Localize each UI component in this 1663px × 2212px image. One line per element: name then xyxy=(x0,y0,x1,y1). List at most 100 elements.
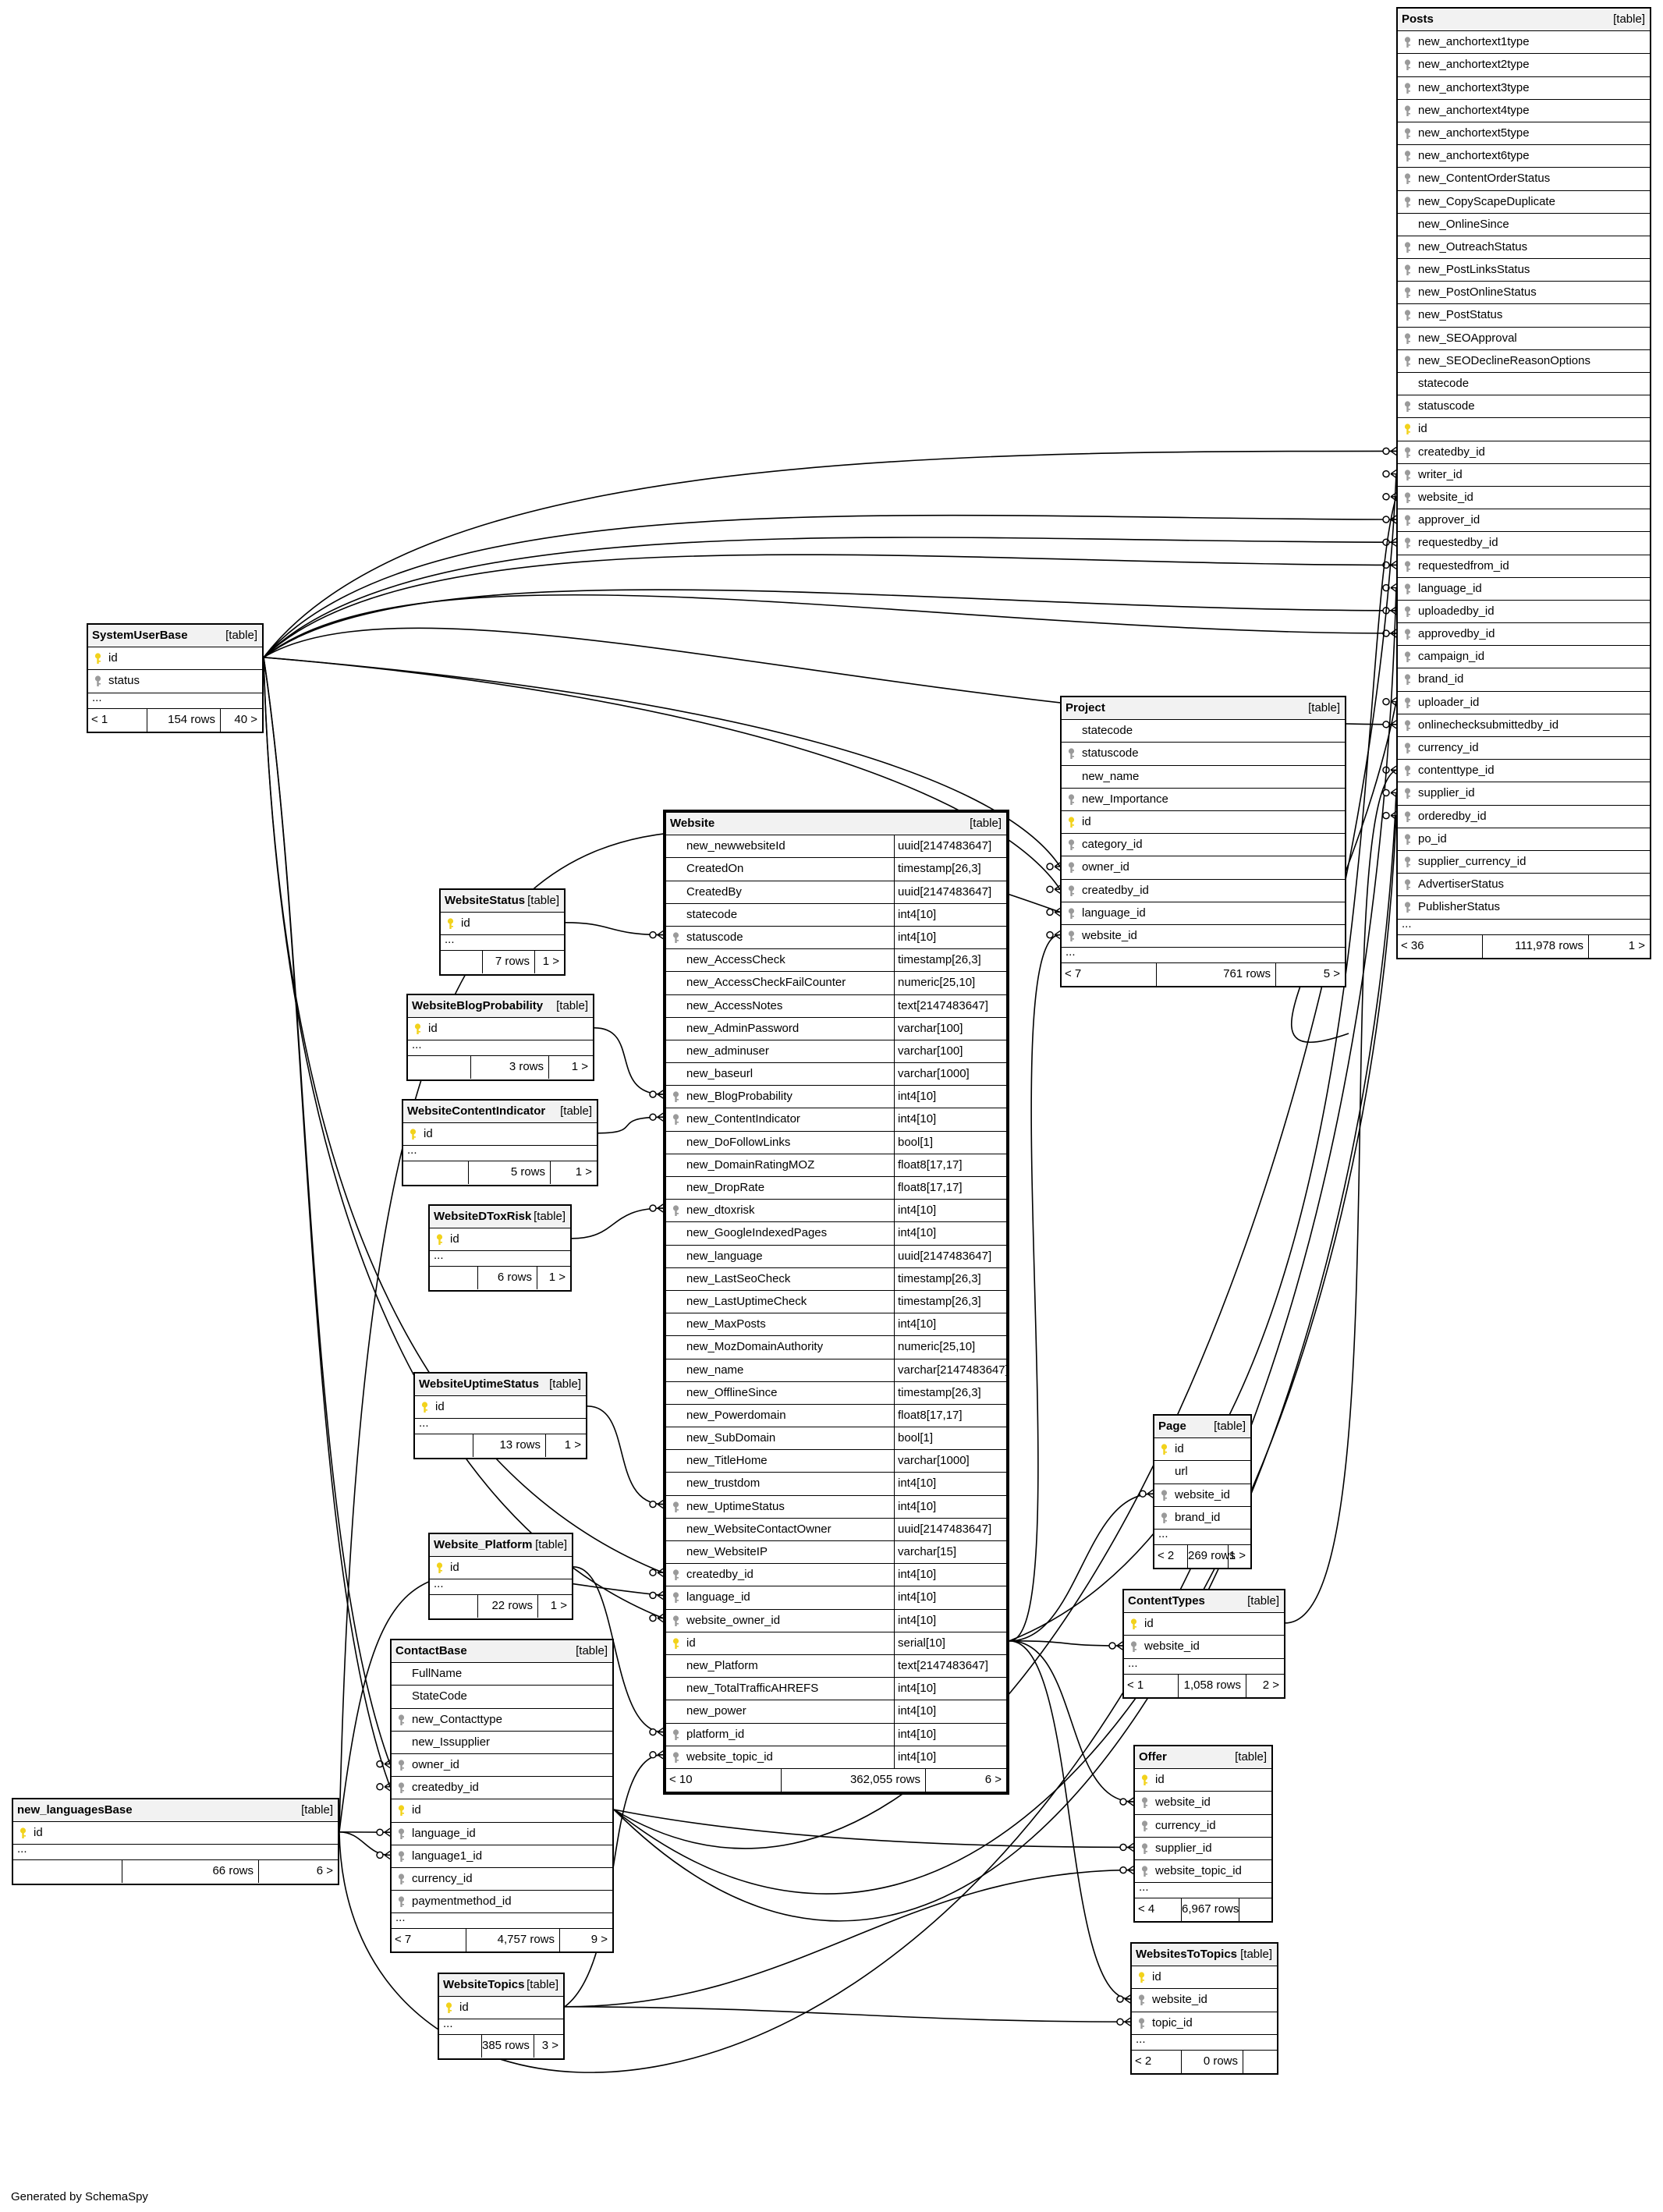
column-language1-id[interactable]: language1_id xyxy=(392,1845,612,1868)
row-count[interactable]: 7 rows xyxy=(482,951,535,974)
column-language-id[interactable]: language_id xyxy=(1062,902,1345,925)
column-website-id[interactable]: website_id xyxy=(1062,925,1345,948)
column-new-name[interactable]: new_name xyxy=(1062,766,1345,789)
column-new-issupplier[interactable]: new_Issupplier xyxy=(392,1732,612,1754)
column-currency-id[interactable]: currency_id xyxy=(1398,737,1650,760)
column-uploader-id[interactable]: uploader_id xyxy=(1398,692,1650,714)
column-new-anchortext1type[interactable]: new_anchortext1type xyxy=(1398,31,1650,55)
column-new-copy-scape-duplicate[interactable]: new_CopyScapeDuplicate xyxy=(1398,191,1650,214)
column-new-outreach-status[interactable]: new_OutreachStatus xyxy=(1398,236,1650,260)
column-requestedby-id[interactable]: requestedby_id xyxy=(1398,532,1650,555)
row-count[interactable]: 6,967 rows xyxy=(1181,1898,1239,1922)
column-currency-id[interactable]: currency_id xyxy=(392,1868,612,1891)
row-count[interactable]: 66 rows xyxy=(122,1860,259,1884)
column-topic-id[interactable]: topic_id xyxy=(1132,2012,1277,2035)
column-statecode[interactable]: statecode xyxy=(1062,720,1345,743)
column-website-id[interactable]: website_id xyxy=(1135,1792,1271,1815)
children-count[interactable]: 6 > xyxy=(984,1772,1002,1786)
children-count[interactable]: 9 > xyxy=(590,1933,608,1947)
column-language-id[interactable]: language_id xyxy=(1398,578,1650,601)
children-count[interactable]: 6 > xyxy=(316,1864,333,1878)
column-approvedby-id[interactable]: approvedby_id xyxy=(1398,623,1650,647)
column-full-name[interactable]: FullName xyxy=(392,1663,612,1686)
table-website-content-indicator[interactable]: WebsiteContentIndicator[table]id...5 row… xyxy=(402,1099,598,1186)
parents-count[interactable]: < 7 xyxy=(1065,967,1082,981)
column-id[interactable]: id xyxy=(415,1396,586,1420)
column-website-id[interactable]: website_id xyxy=(1154,1484,1250,1507)
column-paymentmethod-id[interactable]: paymentmethod_id xyxy=(392,1891,612,1914)
column-supplier-id[interactable]: supplier_id xyxy=(1135,1838,1271,1860)
column-orderedby-id[interactable]: orderedby_id xyxy=(1398,806,1650,828)
column-po-id[interactable]: po_id xyxy=(1398,828,1650,851)
column-id[interactable]: id xyxy=(1154,1438,1250,1462)
column-currency-id[interactable]: currency_id xyxy=(1135,1815,1271,1838)
column-uploadedby-id[interactable]: uploadedby_id xyxy=(1398,601,1650,624)
column-id[interactable]: id xyxy=(1124,1613,1284,1636)
column-contenttype-id[interactable]: contenttype_id xyxy=(1398,760,1650,783)
column-new-anchortext4type[interactable]: new_anchortext4type xyxy=(1398,100,1650,122)
column-owner-id[interactable]: owner_id xyxy=(1062,856,1345,880)
column-new-importance[interactable]: new_Importance xyxy=(1062,789,1345,811)
column-brand-id[interactable]: brand_id xyxy=(1154,1507,1250,1530)
column-category-id[interactable]: category_id xyxy=(1062,834,1345,857)
column-id[interactable]: id xyxy=(430,1557,572,1580)
row-count[interactable]: 385 rows xyxy=(481,2035,534,2058)
row-count[interactable]: 3 rows xyxy=(470,1056,549,1079)
column-id[interactable]: id xyxy=(13,1822,338,1845)
children-count[interactable]: 1 > xyxy=(550,1599,567,1613)
column-new-content-order-status[interactable]: new_ContentOrderStatus xyxy=(1398,168,1650,191)
children-count[interactable]: 5 > xyxy=(1323,967,1340,981)
row-count[interactable]: 1,058 rows xyxy=(1178,1674,1246,1697)
column-status[interactable]: status xyxy=(88,670,262,693)
parents-count[interactable]: < 2 xyxy=(1135,2054,1152,2068)
parents-count[interactable]: < 7 xyxy=(395,1933,412,1947)
column-language-id[interactable]: language_id xyxy=(392,1823,612,1845)
column-id[interactable]: id xyxy=(439,1997,563,2020)
column-owner-id[interactable]: owner_id xyxy=(392,1754,612,1778)
column-createdby-id[interactable]: createdby_id xyxy=(1062,880,1345,902)
column-requestedfrom-id[interactable]: requestedfrom_id xyxy=(1398,555,1650,578)
children-count[interactable]: 40 > xyxy=(234,712,257,726)
column-id[interactable]: id xyxy=(430,1228,570,1252)
column-new-post-online-status[interactable]: new_PostOnlineStatus xyxy=(1398,282,1650,305)
children-count[interactable]: 1 > xyxy=(542,955,559,969)
column-createdby-id[interactable]: createdby_id xyxy=(392,1777,612,1800)
column-campaign-id[interactable]: campaign_id xyxy=(1398,646,1650,669)
column-id[interactable]: id xyxy=(88,647,262,671)
column-brand-id[interactable]: brand_id xyxy=(1398,668,1650,692)
row-count[interactable]: 154 rows xyxy=(147,708,221,732)
